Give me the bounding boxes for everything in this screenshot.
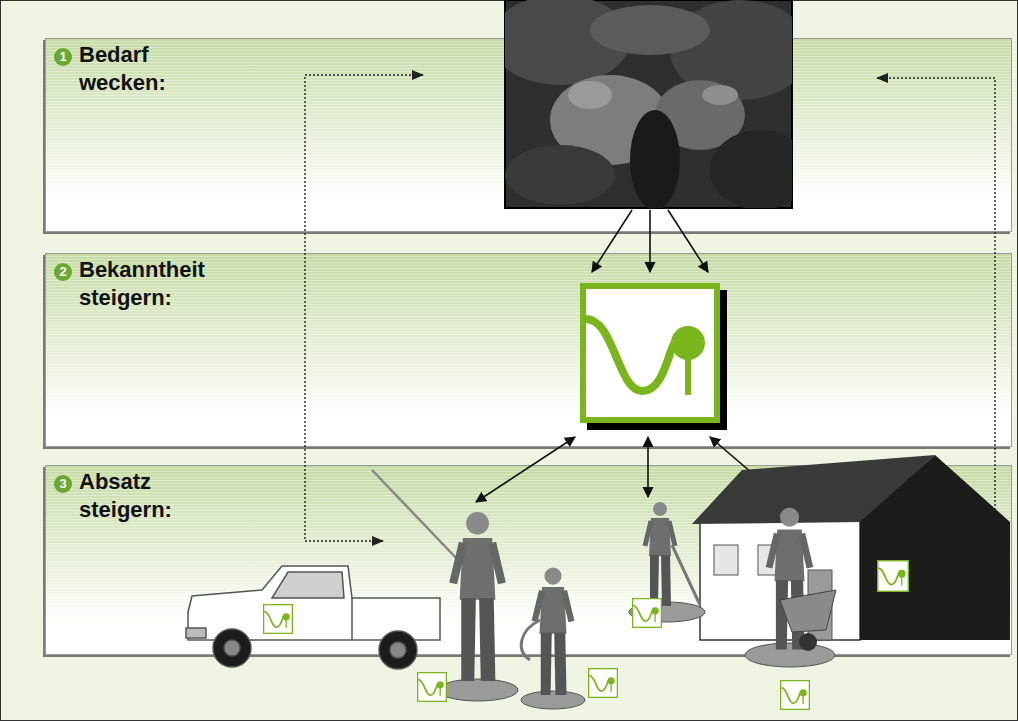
house xyxy=(692,455,1010,640)
callout-number: 2 xyxy=(54,263,72,281)
stage-label: Bedarf wecken: xyxy=(79,41,166,97)
dotted-feedback-lines xyxy=(305,75,995,541)
flow-arrows xyxy=(476,210,786,502)
pickup-truck xyxy=(186,566,440,669)
brand-logo xyxy=(583,286,727,430)
workers xyxy=(372,470,836,709)
garden-photo xyxy=(490,0,810,210)
logo-badges xyxy=(264,561,909,710)
callout-number: 1 xyxy=(54,48,72,66)
stage-label: Absatz steigern: xyxy=(79,468,172,524)
callout-number: 3 xyxy=(54,475,72,493)
stage-label: Bekanntheit steigern: xyxy=(79,256,205,312)
stage-band: 2 Bekanntheit steigern: xyxy=(45,253,1012,447)
